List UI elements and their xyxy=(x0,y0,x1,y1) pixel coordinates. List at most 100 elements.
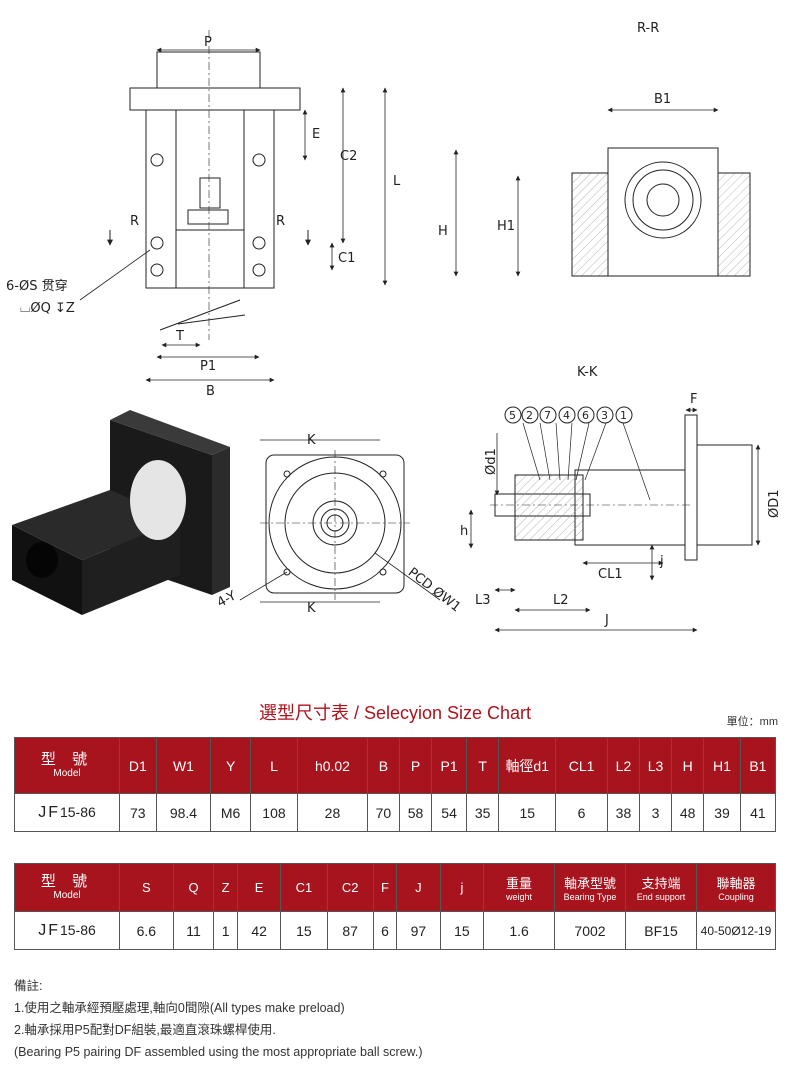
table-cell: 6.6 xyxy=(119,911,174,950)
table-cell: 7002 xyxy=(554,911,626,950)
column-header: Z xyxy=(213,863,238,912)
model-cell: JF15-86 xyxy=(14,793,120,832)
note-line-1: 1.使用之軸承經預壓處理,軸向0間隙(All types make preloa… xyxy=(14,1001,345,1015)
dim-F: F xyxy=(690,392,697,407)
section-kk-title: K-K xyxy=(577,365,598,380)
dim-D1: ØD1 xyxy=(767,489,782,518)
dim-J: J xyxy=(604,613,609,628)
model-header: 型 號 Model xyxy=(14,737,120,794)
part-balloons: 5 2 7 4 6 3 1 xyxy=(504,406,633,424)
balloon-label: 6 xyxy=(582,409,589,422)
section-R-left: R xyxy=(130,214,139,229)
table-cell: 73 xyxy=(119,793,157,832)
table-cell: 15 xyxy=(439,911,485,950)
table-cell: 6 xyxy=(372,911,398,950)
column-header: B1 xyxy=(739,737,777,794)
column-header: L xyxy=(249,737,299,794)
table-cell: 97 xyxy=(396,911,441,950)
table-cell: M6 xyxy=(210,793,251,832)
table-cell: 58 xyxy=(398,793,433,832)
column-header: P xyxy=(398,737,433,794)
balloon-label: 3 xyxy=(601,409,608,422)
model-prefix: JF xyxy=(38,921,60,939)
column-header: H xyxy=(671,737,705,794)
model-header-en: Model xyxy=(53,768,81,780)
table-cell: 70 xyxy=(366,793,400,832)
dim-E: E xyxy=(312,127,320,142)
dim-L: L xyxy=(393,174,401,189)
balloon-label: 4 xyxy=(563,409,570,422)
hole-note-2: ⌴ØQ ↧Z xyxy=(20,301,75,316)
section-K-bottom: K xyxy=(307,601,316,616)
note-line-3: (Bearing P5 pairing DF assembled using t… xyxy=(14,1045,423,1059)
balloon-label: 7 xyxy=(544,409,551,422)
table-cell: 48 xyxy=(671,793,705,832)
column-header: CL1 xyxy=(555,737,608,794)
table-cell: BF15 xyxy=(625,911,697,950)
table-row: JF15-86 6.6 11 1 42 15 87 6 97 15 1.6 70… xyxy=(14,911,776,950)
dim-B: B xyxy=(206,384,215,399)
column-header: D1 xyxy=(119,737,157,794)
column-header: 軸徑d1 xyxy=(498,737,557,794)
table-cell: 1 xyxy=(213,911,238,950)
column-header: C2 xyxy=(326,863,374,912)
technical-drawings: P E C2 L C1 R R 6-ØS 贯穿 ⌴ØQ ↧Z T P1 B R-… xyxy=(6,21,782,633)
table-cell: 39 xyxy=(703,793,741,832)
column-header: W1 xyxy=(155,737,212,794)
column-header: Y xyxy=(210,737,251,794)
column-header: E xyxy=(236,863,282,912)
column-header: F xyxy=(372,863,398,912)
column-header: S xyxy=(119,863,174,912)
table-row: JF15-86 73 98.4 M6 108 28 70 58 54 35 15… xyxy=(14,793,777,832)
dim-PCD: PCD ØW1 xyxy=(405,565,463,615)
column-header: C1 xyxy=(280,863,328,912)
table-cell: 87 xyxy=(326,911,374,950)
dim-P1: P1 xyxy=(200,359,216,374)
table-cell: 11 xyxy=(172,911,215,950)
dim-P: P xyxy=(204,35,212,50)
table-cell: 42 xyxy=(236,911,282,950)
dim-T: T xyxy=(175,329,184,344)
model-suffix: 15-86 xyxy=(59,921,96,938)
table-cell: 15 xyxy=(280,911,328,950)
dim-C1: C1 xyxy=(338,251,355,266)
end-view xyxy=(239,439,441,603)
table-cell: 3 xyxy=(638,793,673,832)
dim-B1: B1 xyxy=(654,92,671,107)
dim-C2: C2 xyxy=(340,149,357,164)
column-header: H1 xyxy=(703,737,741,794)
table-cell: 38 xyxy=(606,793,641,832)
unit-label: 單位：mm xyxy=(726,716,778,728)
table-header-row: 型 號 Model D1 W1 Y L h0.02 B P P1 T 軸徑d1 … xyxy=(14,737,777,794)
table-cell: 98.4 xyxy=(155,793,212,832)
size-table-1: 型 號 Model D1 W1 Y L h0.02 B P P1 T 軸徑d1 … xyxy=(14,737,777,832)
section-R-right: R xyxy=(276,214,285,229)
column-header: B xyxy=(366,737,400,794)
column-header: L3 xyxy=(638,737,673,794)
balloon-label: 2 xyxy=(526,409,533,422)
dim-d1: Ød1 xyxy=(484,448,499,475)
hole-note: 6-ØS 贯穿 xyxy=(6,278,68,294)
dim-L3: L3 xyxy=(475,593,491,608)
column-header: Q xyxy=(172,863,215,912)
table-cell: 41 xyxy=(739,793,777,832)
model-header-zh: 型 號 xyxy=(40,872,94,890)
isometric-render xyxy=(12,410,230,615)
model-header: 型 號 Model xyxy=(14,863,120,912)
table-cell: 108 xyxy=(249,793,299,832)
column-header: L2 xyxy=(606,737,641,794)
column-header: h0.02 xyxy=(297,737,368,794)
dim-h: h xyxy=(460,524,468,539)
model-suffix: 15-86 xyxy=(59,803,96,820)
table-cell: 54 xyxy=(431,793,468,832)
table-cell: 28 xyxy=(297,793,368,832)
model-header-zh: 型 號 xyxy=(40,750,94,768)
notes-title: 備註: xyxy=(14,979,43,993)
model-cell: JF15-86 xyxy=(14,911,120,950)
balloon-label: 1 xyxy=(620,409,627,422)
